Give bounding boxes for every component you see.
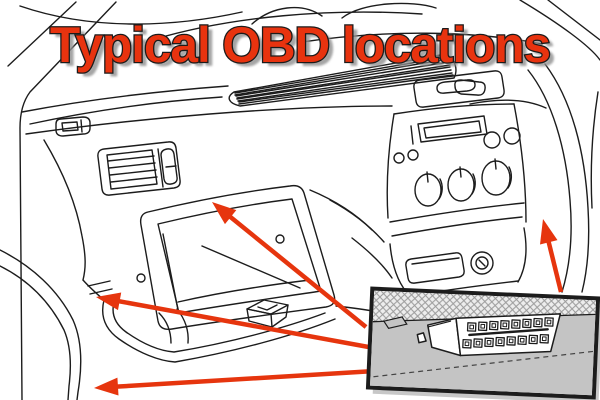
obd-connector-drawing [416,313,562,357]
obd-connector-inset [365,286,600,400]
page-title: Typical OBD locations [50,17,550,73]
arrow-to-passenger-side-dash [540,219,564,293]
connector-pins [462,317,554,349]
page-title-shadow: Typical OBD locations [55,21,555,77]
under-dash-carpet-hatch [372,290,596,322]
arrow-to-lower-kick-panel [94,368,376,396]
panel-edge-dashed-line [373,350,594,378]
mounting-bracket [382,316,408,330]
arrow-to-dash-above-glovebox [212,202,368,329]
obd-location-arrows [94,202,564,396]
arrow-to-under-dash-driver-side [96,292,375,351]
